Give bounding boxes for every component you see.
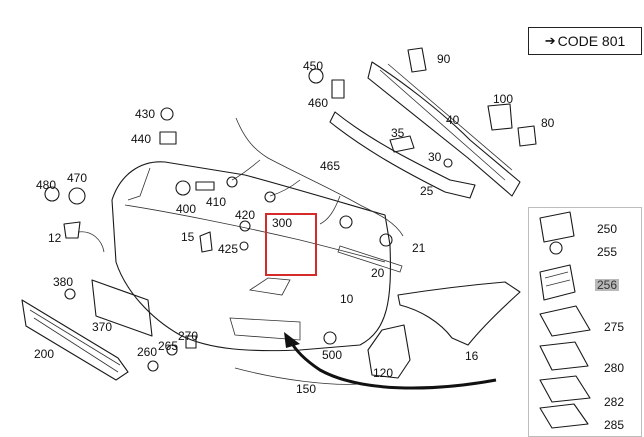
bumper-reinforcement	[367, 61, 521, 197]
clip-450	[308, 68, 324, 84]
part-label-25[interactable]: 25	[420, 184, 434, 198]
trim-285	[539, 403, 589, 429]
code-label: CODE 801	[557, 33, 626, 49]
sensor-90	[407, 47, 427, 73]
bracket-440	[159, 131, 177, 145]
part-label-275[interactable]: 275	[604, 320, 625, 334]
arrow-right-icon: ➔	[544, 33, 556, 48]
impact-absorber	[329, 111, 476, 199]
cover-12	[63, 221, 81, 239]
plate-holder	[91, 279, 153, 337]
part-label-90[interactable]: 90	[437, 52, 451, 66]
part-label-460[interactable]: 460	[308, 96, 329, 110]
part-label-80[interactable]: 80	[541, 116, 555, 130]
bolt-410	[195, 181, 215, 191]
part-label-450[interactable]: 450	[303, 59, 324, 73]
sensor-connector	[379, 233, 393, 247]
part-label-12[interactable]: 12	[48, 231, 62, 245]
fog-frame-250	[539, 211, 575, 243]
clip-30	[443, 158, 453, 168]
clip-500	[323, 331, 337, 345]
part-label-200[interactable]: 200	[34, 347, 55, 361]
washer-425	[239, 241, 249, 251]
screw-380	[64, 288, 76, 300]
lower-strip	[234, 367, 361, 385]
part-label-470[interactable]: 470	[67, 171, 88, 185]
sensor-470	[68, 187, 86, 205]
highlight-box-300	[265, 213, 317, 276]
callout-arrowhead	[284, 332, 300, 348]
wiring-harness	[231, 117, 404, 237]
part-label-120[interactable]: 120	[373, 366, 394, 380]
bumper-cover	[111, 161, 391, 352]
trim-280	[539, 341, 589, 371]
part-label-30[interactable]: 30	[428, 150, 442, 164]
sensor-connector	[339, 215, 353, 229]
clip-270	[185, 335, 197, 349]
part-label-260[interactable]: 260	[137, 345, 158, 359]
part-label-15[interactable]: 15	[181, 230, 195, 244]
grille-insert-256	[539, 264, 576, 301]
nut-420	[239, 220, 251, 232]
part-label-370[interactable]: 370	[92, 320, 113, 334]
clip-265	[166, 344, 178, 356]
part-label-255[interactable]: 255	[597, 245, 618, 259]
part-label-410[interactable]: 410	[206, 195, 227, 209]
clip-15	[199, 231, 213, 253]
part-label-10[interactable]: 10	[340, 292, 354, 306]
part-label-480[interactable]: 480	[36, 178, 57, 192]
bolt-430	[160, 107, 174, 121]
part-label-40[interactable]: 40	[446, 113, 460, 127]
part-label-20[interactable]: 20	[371, 266, 385, 280]
part-label-465[interactable]: 465	[320, 159, 341, 173]
part-label-16[interactable]: 16	[465, 349, 479, 363]
part-label-440[interactable]: 440	[131, 132, 152, 146]
part-label-100[interactable]: 100	[493, 92, 514, 106]
part-label-430[interactable]: 430	[135, 107, 156, 121]
part-label-420[interactable]: 420	[235, 208, 256, 222]
lower-grille	[21, 299, 129, 381]
clip-460	[331, 79, 345, 99]
fog-lamp-255	[549, 241, 563, 255]
part-label-250[interactable]: 250	[597, 222, 618, 236]
part-label-270[interactable]: 270	[178, 329, 199, 343]
part-label-35[interactable]: 35	[391, 126, 405, 140]
bracket-35	[389, 135, 415, 153]
screw-260	[147, 360, 159, 372]
trim-282	[539, 375, 591, 403]
sensor-400	[175, 180, 191, 196]
lower-bracket	[367, 324, 411, 379]
part-label-380[interactable]: 380	[53, 275, 74, 289]
part-label-500[interactable]: 500	[322, 348, 343, 362]
part-label-282[interactable]: 282	[604, 395, 625, 409]
side-bracket	[397, 281, 521, 346]
part-label-256[interactable]: 256	[595, 278, 620, 292]
part-label-280[interactable]: 280	[604, 361, 625, 375]
part-label-300[interactable]: 300	[272, 216, 293, 230]
sensor-100	[487, 103, 513, 131]
part-label-265[interactable]: 265	[158, 339, 179, 353]
code-label-box: ➔ CODE 801	[528, 27, 642, 55]
sensor-connector	[264, 191, 276, 203]
sensor-80	[517, 125, 537, 147]
part-label-425[interactable]: 425	[218, 242, 239, 256]
callout-arrow	[288, 339, 497, 390]
part-label-400[interactable]: 400	[176, 202, 197, 216]
sensor-connector	[226, 176, 238, 188]
part-label-150[interactable]: 150	[296, 382, 317, 396]
trim-275	[539, 305, 591, 337]
part-label-285[interactable]: 285	[604, 418, 625, 432]
sensor-480	[44, 186, 60, 202]
part-label-21[interactable]: 21	[412, 241, 426, 255]
strip-20	[337, 245, 403, 273]
side-panel	[528, 207, 642, 437]
